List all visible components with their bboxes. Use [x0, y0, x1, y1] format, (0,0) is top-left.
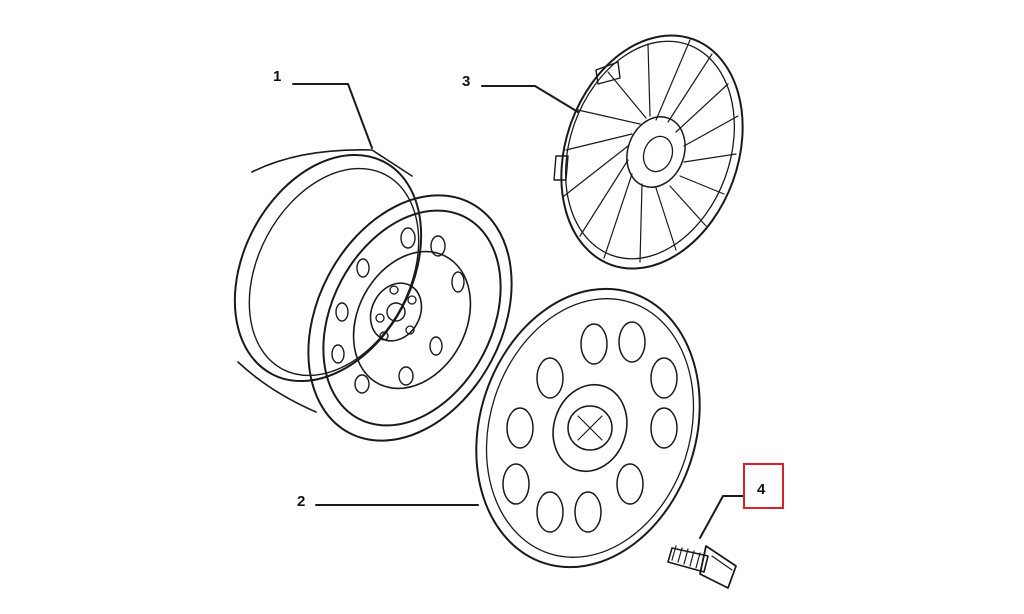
- leader-line-4: [699, 495, 744, 539]
- callout-part-1: 1: [273, 68, 282, 85]
- steel-wheel-rim: [233, 149, 513, 442]
- spoked-hubcap: [553, 34, 744, 270]
- callout-part-3: 3: [462, 73, 471, 90]
- highlight-box-part-4: [743, 463, 784, 509]
- wheel-bolt: [667, 545, 737, 589]
- callout-part-4: 4: [757, 481, 766, 498]
- leader-line-1: [292, 83, 373, 149]
- leader-line-3: [481, 85, 579, 113]
- oval-hubcap: [475, 287, 701, 569]
- callout-part-2: 2: [297, 493, 306, 510]
